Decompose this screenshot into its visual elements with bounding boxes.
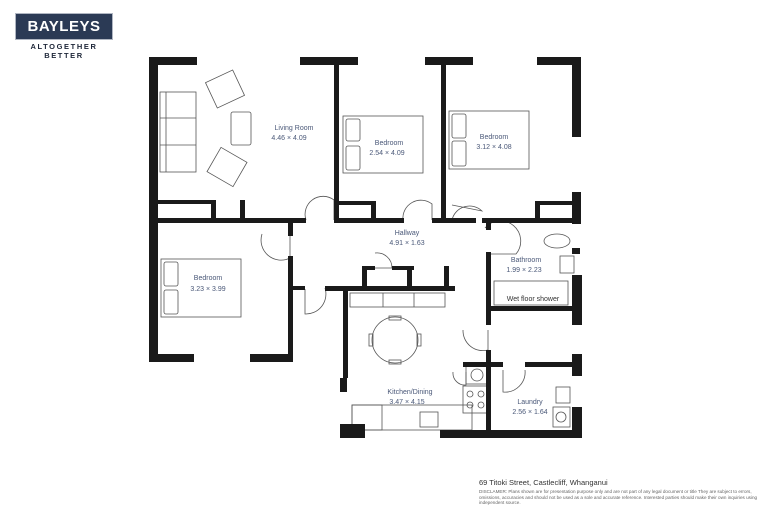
armchair-icon [204, 69, 246, 109]
room-dims-bedroom-2: 3.12 × 4.08 [476, 144, 511, 151]
brand-name: BAYLEYS [15, 13, 113, 40]
room-dims-living: 4.46 × 4.09 [271, 135, 306, 142]
room-name-bedroom-1: Bedroom [375, 140, 404, 147]
room-name-bathroom: Bathroom [511, 257, 542, 264]
door-swing [462, 329, 489, 351]
bed-icon [342, 115, 424, 174]
door-swing [304, 287, 327, 315]
property-address: 69 Titoki Street, Castlecliff, Whanganui [479, 478, 608, 487]
bed-icon [160, 258, 242, 318]
room-dims-laundry: 2.56 × 1.64 [512, 409, 547, 416]
coffee-table-icon [230, 111, 252, 146]
door-swing [374, 252, 393, 269]
room-name-kitchen: Kitchen/Dining [387, 389, 432, 396]
room-name-laundry: Laundry [517, 399, 543, 406]
bayleys-logo: BAYLEYS ALTOGETHER BETTER [15, 13, 113, 60]
room-labels: Living Room 4.46 × 4.09 Bedroom 2.54 × 4… [190, 125, 559, 416]
toilet-icon [543, 233, 571, 249]
armchair-icon [206, 146, 248, 188]
room-dims-hallway: 4.91 × 1.63 [389, 240, 424, 247]
plan-footer: 69 Titoki Street, Castlecliff, Whanganui… [479, 478, 764, 506]
door-swing [304, 195, 335, 221]
room-name-bedroom-3: Bedroom [194, 275, 223, 282]
shower-icon [493, 280, 569, 306]
door-swing [502, 369, 526, 393]
room-dims-kitchen: 3.47 × 4.15 [389, 399, 424, 406]
room-dims-bedroom-1: 2.54 × 4.09 [369, 150, 404, 157]
washing-machine-icon [552, 406, 571, 428]
door-swing [402, 199, 433, 221]
dining-table-icon [371, 316, 419, 364]
room-name-bedroom-2: Bedroom [480, 134, 509, 141]
sink-icon [419, 411, 439, 428]
cooktop-icon [462, 385, 489, 414]
room-name-living: Living Room [275, 125, 314, 132]
furniture [159, 69, 575, 431]
room-dims-bedroom-3: 3.23 × 3.99 [190, 286, 225, 293]
laundry-tub-icon [555, 386, 571, 404]
sofa-icon [159, 91, 197, 173]
room-dims-bathroom: 1.99 × 2.23 [506, 267, 541, 274]
brand-tagline-1: ALTOGETHER [30, 42, 98, 51]
door-swing [260, 233, 291, 261]
bed-icon [448, 110, 530, 170]
basin-icon [559, 255, 575, 274]
disclaimer: DISCLAMER: Plans shown are for presentat… [479, 489, 758, 506]
door-swing [451, 204, 484, 221]
door-swing [452, 371, 467, 386]
brand-tagline-2: BETTER [44, 51, 84, 60]
room-name-hallway: Hallway [395, 230, 420, 237]
shower-label: Wet floor shower [507, 296, 560, 303]
walls [149, 57, 582, 438]
